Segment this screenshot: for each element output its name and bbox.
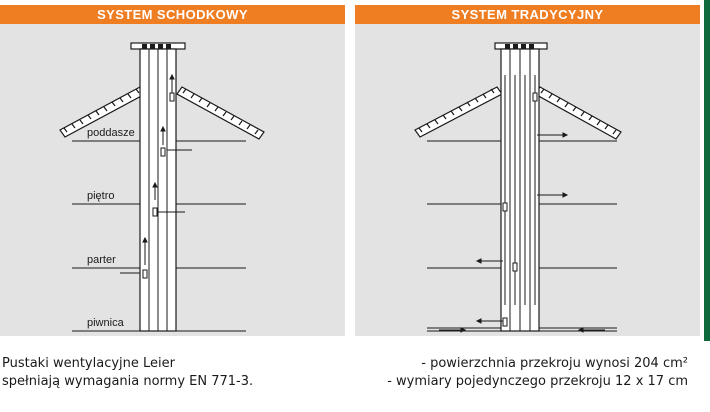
caption-left-line-2: spełniają wymagania normy EN 771-3.	[2, 374, 254, 389]
caption-right: - powierzchnia przekroju wynosi 204 cm² …	[387, 355, 688, 391]
floor-label-poddasze: poddasze	[87, 127, 135, 139]
panel-title-tradycyjny: SYSTEM TRADYCYJNY	[355, 5, 700, 24]
floor-label-parter: parter	[87, 254, 116, 266]
flow-arrows	[439, 75, 605, 333]
caption-right-line-2: - wymiary pojedynczego przekroju 12 x 17…	[387, 374, 688, 389]
edge-accent-bar	[704, 0, 710, 341]
panel-title-schodkowy: SYSTEM SCHODKOWY	[0, 5, 345, 24]
chimney-stack	[494, 42, 548, 332]
roof	[59, 86, 265, 140]
schodkowy-diagram: poddasze piętro parter piwnica	[59, 42, 265, 332]
roof	[414, 86, 622, 140]
tradycyjny-diagram	[414, 42, 622, 333]
chimney-stack	[130, 42, 186, 332]
caption-right-line-1: - powierzchnia przekroju wynosi 204 cm²	[421, 356, 688, 371]
flow-arrows	[120, 73, 192, 279]
diagram-panel-tradycyjny: SYSTEM TRADYCYJNY	[355, 5, 700, 336]
diagram-panel-schodkowy: poddasze piętro parter piwnica SYSTEM SC…	[0, 5, 345, 336]
caption-left-line-1: Pustaki wentylacyjne Leier	[2, 356, 175, 371]
floor-label-pietro: piętro	[87, 190, 115, 202]
floor-label-piwnica: piwnica	[87, 317, 125, 329]
caption-left: Pustaki wentylacyjne Leier spełniają wym…	[2, 355, 253, 391]
